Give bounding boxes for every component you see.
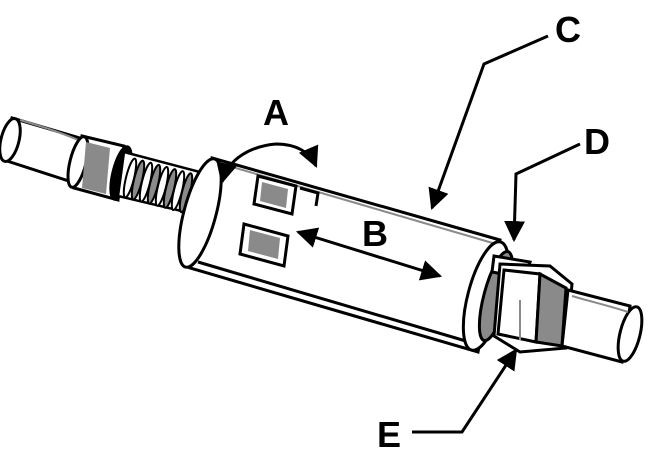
callout-c: C — [555, 9, 581, 50]
right-rod — [560, 288, 644, 364]
leader-c — [428, 34, 549, 210]
rotation-arrow — [216, 142, 319, 185]
callout-d: D — [584, 121, 610, 162]
sleeve-slots — [238, 174, 320, 268]
leader-d — [504, 142, 581, 243]
left-lock-nut — [66, 134, 133, 202]
callout-a: A — [263, 92, 289, 133]
leader-e — [412, 348, 518, 434]
adjusting-sleeve — [177, 156, 502, 354]
hex-nut — [492, 262, 574, 354]
callout-b: B — [362, 213, 388, 254]
axial-arrow — [295, 227, 443, 281]
leader-lines — [412, 34, 581, 434]
callout-e: E — [377, 414, 402, 455]
